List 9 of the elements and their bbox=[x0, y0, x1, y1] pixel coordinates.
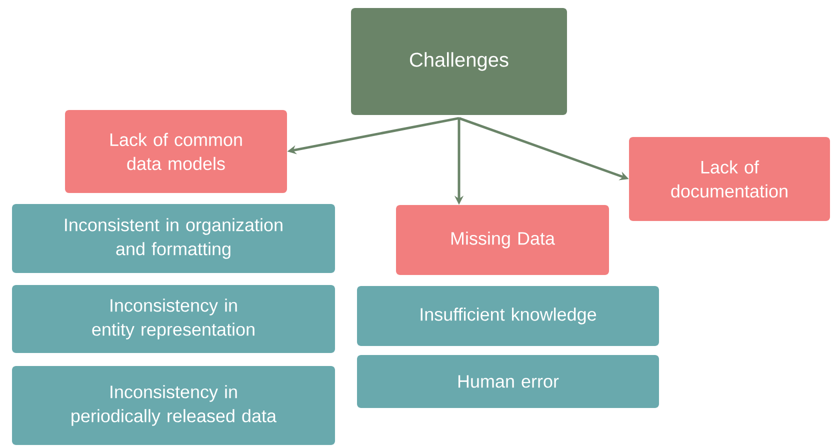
category-box: Lack of documentation bbox=[629, 137, 830, 221]
cause-box: Human error bbox=[357, 354, 659, 408]
category-box: Lack of common data models bbox=[65, 110, 287, 193]
cause-box: Inconsistent in organization and formatting bbox=[12, 204, 335, 273]
cause-box: Inconsistency in entity representation bbox=[12, 284, 335, 353]
category-box: Missing Data bbox=[396, 204, 609, 275]
cause-box: Inconsistency in periodically released data bbox=[12, 366, 335, 445]
cause-box: Insufficient knowledge bbox=[357, 286, 659, 346]
root-box: Challenges bbox=[351, 8, 567, 115]
